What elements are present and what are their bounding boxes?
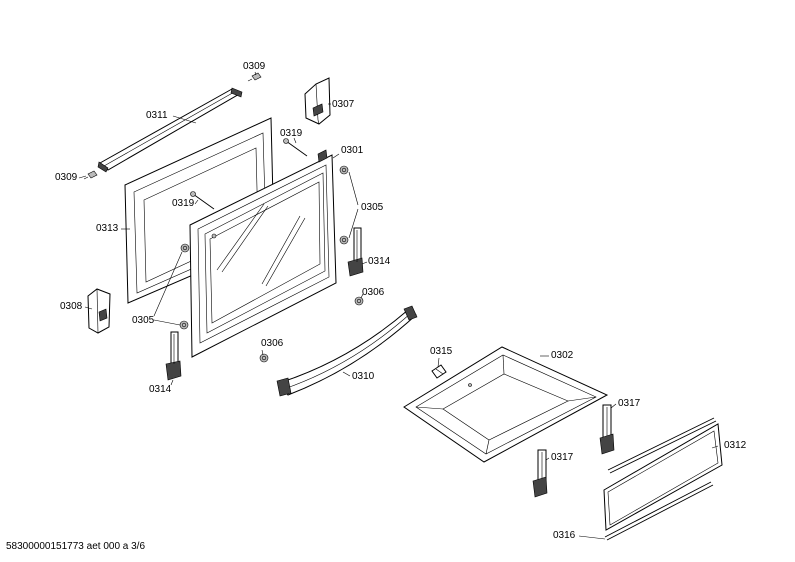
part-0302-baking-tray [403,346,609,463]
callout-0317-mid: 0317 [551,452,574,463]
part-0305-bush-left-top [180,243,190,253]
part-0309-screw-left [83,170,98,180]
part-0301-outer-door [189,149,337,358]
part-0319-pin-mid [190,191,215,210]
part-0314-hinge-right [347,227,364,277]
callout-0308: 0308 [60,301,83,312]
part-0305-bush-right-top [339,165,349,175]
callout-0316: 0316 [553,530,576,541]
part-0317-rail-holder-right [599,404,615,455]
callout-0309-top: 0309 [243,61,266,72]
callout-0315: 0315 [430,346,453,357]
callout-0313: 0313 [96,223,119,234]
callout-0317-right: 0317 [618,398,641,409]
part-0306-cap-right [354,296,364,306]
callout-0314-left: 0314 [149,384,172,395]
callout-0305-right: 0305 [361,202,384,213]
part-0306-cap-bottom [259,353,269,363]
part-0311-trim-strip [97,87,243,173]
callout-0311: 0311 [146,110,168,121]
part-0315-clip [431,364,447,379]
callout-0306-bottom: 0306 [261,338,284,349]
part-0305-bush-right-mid [339,235,349,245]
callout-0301: 0301 [341,145,364,156]
callout-0309-left: 0309 [55,172,78,183]
callout-0305-left: 0305 [132,315,155,326]
part-0316-trim-strips [604,417,717,541]
drawing-reference-code: 58300000151773 aet 000 a 3/6 [6,541,146,552]
leader-lines [78,71,719,540]
part-0319-pin-top [283,138,308,157]
part-0308-bracket [87,288,111,334]
part-0305-bush-left-bottom [179,320,189,330]
callout-0310: 0310 [352,371,375,382]
callout-0314-right: 0314 [368,256,391,267]
callout-0302: 0302 [551,350,574,361]
callout-0307: 0307 [332,99,355,110]
part-0312-glass-panel [603,423,723,531]
callout-0319-mid: 0319 [172,198,195,209]
part-0307-bracket [304,77,331,125]
part-0317-rail-holder-mid [532,449,548,498]
part-0309-screw-top [247,72,262,82]
callout-0319-top: 0319 [280,128,303,139]
part-0310-door-handle [276,305,418,397]
part-0314-hinge-left [165,331,182,381]
callout-0312: 0312 [724,440,747,451]
callout-0306-right: 0306 [362,287,385,298]
